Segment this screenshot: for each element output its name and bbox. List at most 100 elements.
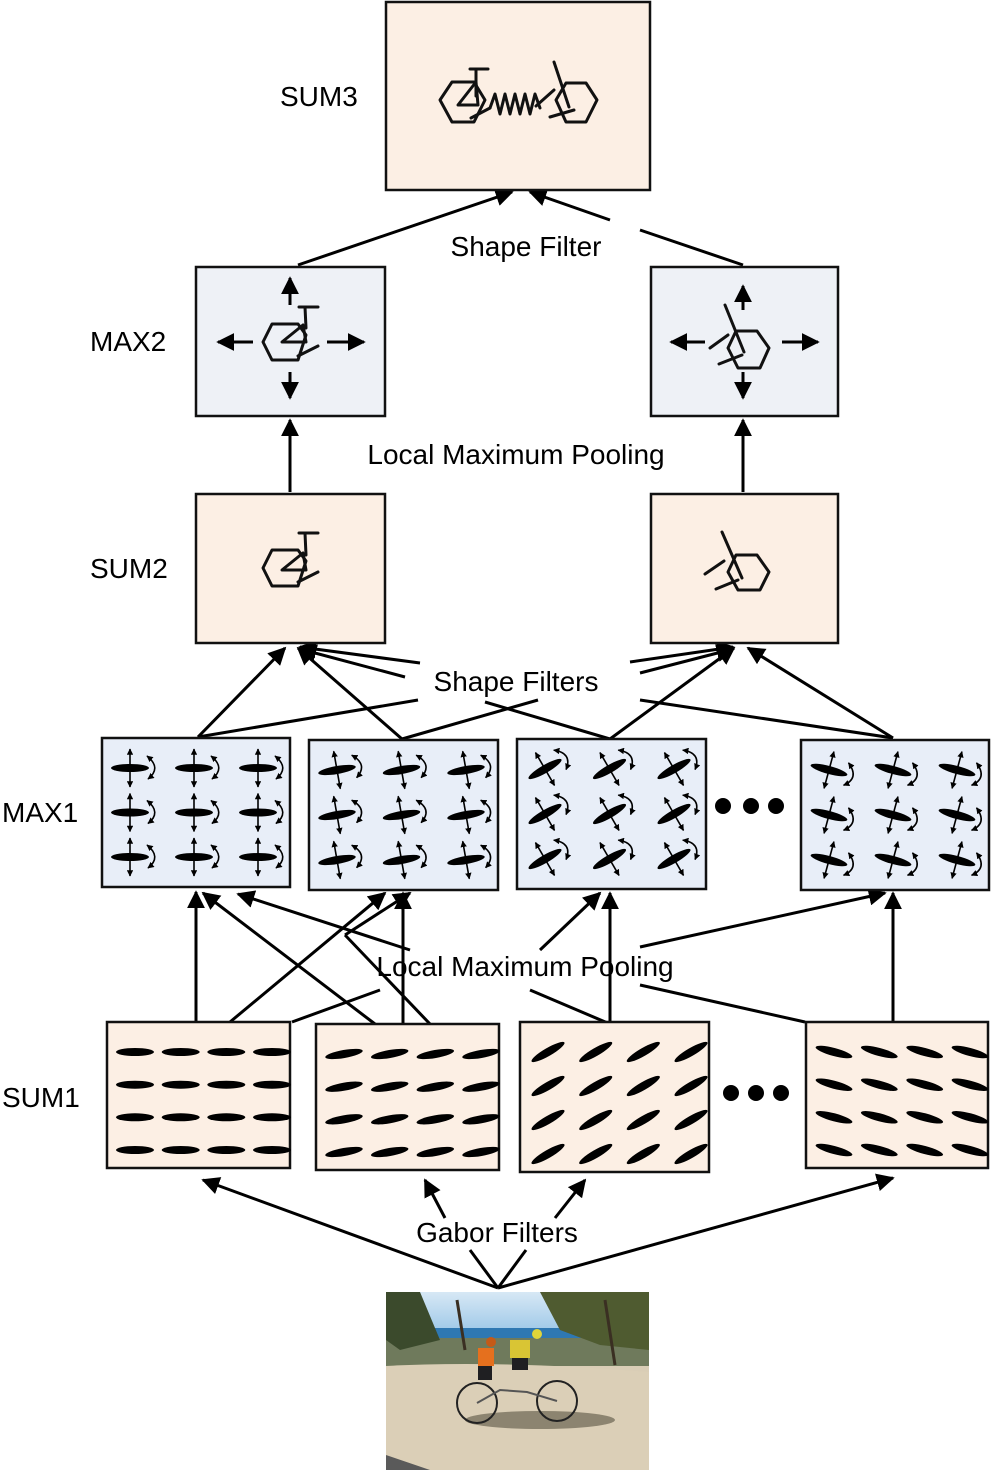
gabor-element (906, 1111, 944, 1124)
pooled-filter-glyph (528, 747, 572, 787)
gabor-element (906, 1045, 944, 1059)
gabor-element (674, 1075, 708, 1097)
pooled-filter-glyph (810, 841, 855, 879)
pooled-filter-glyph (111, 837, 156, 877)
edge-shape-2 (296, 646, 403, 741)
edge-shape-12 (629, 640, 735, 664)
pooled-filter-glyph (111, 792, 156, 833)
max2-right-node (649, 265, 840, 418)
gabor-element (815, 1045, 853, 1059)
pooled-filter-glyph (239, 837, 284, 877)
layer-label-sum2: SUM2 (90, 553, 168, 584)
edge-pool-9 (529, 988, 611, 1026)
pooled-filter-glyph (239, 792, 284, 833)
pooled-filter-glyph (175, 748, 220, 788)
gabor-element (906, 1143, 944, 1157)
gabor-element (860, 1078, 898, 1091)
pooled-filter-glyph (318, 750, 363, 790)
gabor-element (116, 1146, 154, 1154)
sum1-box-2-gabor (325, 1048, 500, 1158)
edge-gabor-1 (201, 1177, 499, 1290)
gabor-element (207, 1113, 246, 1122)
gabor-element (207, 1080, 246, 1089)
pooled-filter-glyph (382, 750, 428, 790)
ellipsis-icon (723, 1085, 789, 1101)
gabor-element (626, 1041, 660, 1063)
sum1-box-1-gabor (116, 1048, 291, 1154)
edge-shape-8 (746, 646, 894, 740)
sum1-box-3-gabor (531, 1041, 708, 1165)
edge-pool-5 (291, 988, 381, 1024)
gabor-element (416, 1081, 455, 1092)
sum1-row (105, 1020, 990, 1174)
gabor-element (860, 1045, 898, 1059)
gabor-element (253, 1048, 291, 1056)
gabor-element (207, 1146, 246, 1154)
edge-gabor-6 (496, 1249, 528, 1289)
shift-arrows-icon (669, 284, 820, 400)
layer-label-max1: MAX1 (2, 797, 78, 828)
edge-label-gabor-filters: Gabor Filters (416, 1217, 578, 1248)
edge-pool-10 (538, 891, 602, 952)
pooled-filter-glyph (810, 751, 855, 789)
pooled-filter-glyph (447, 840, 492, 880)
wheel-part-icon (703, 530, 771, 592)
edges (187, 188, 902, 1290)
edge-shape-3 (197, 698, 419, 739)
max1-box-2-glyphs (318, 750, 492, 880)
gabor-element (253, 1080, 291, 1089)
edge-shape-top-left (297, 188, 514, 267)
input-image (386, 1292, 649, 1470)
pooled-filter-glyph (528, 792, 572, 832)
gabor-element (370, 1114, 409, 1125)
max1-box-1-glyphs (111, 748, 284, 877)
gabor-element (207, 1048, 246, 1056)
pooled-filter-glyph (592, 747, 636, 787)
sum2-left-node (194, 492, 387, 645)
gabor-element (531, 1041, 565, 1063)
edge-label-local-max-pooling-bottom: Local Maximum Pooling (376, 951, 673, 982)
gabor-element (325, 1114, 363, 1125)
gabor-element (416, 1114, 455, 1125)
pooled-filter-glyph (447, 750, 492, 790)
edge-gabor-2 (423, 1178, 447, 1219)
edge-shape-1 (196, 646, 287, 739)
gabor-element (815, 1143, 853, 1157)
edge-label-local-max-pooling-top: Local Maximum Pooling (367, 439, 664, 470)
ellipsis-icon (715, 798, 784, 814)
edge-pool-3 (229, 891, 387, 1024)
pooled-filter-glyph (938, 751, 983, 789)
wheel-part-icon (708, 303, 771, 370)
pooled-filter-glyph (874, 796, 919, 834)
pooled-filter-glyph (239, 748, 284, 788)
pooled-filter-glyph (447, 795, 492, 835)
gabor-element (531, 1143, 565, 1165)
pooled-filter-glyph (528, 837, 572, 877)
sum3-box (384, 0, 652, 192)
pooled-filter-glyph (657, 792, 701, 832)
edge-gabor-5 (468, 1249, 500, 1289)
gabor-element (462, 1048, 500, 1060)
edge-shape-4 (401, 698, 539, 741)
pooled-filter-glyph (382, 795, 428, 835)
edge-shape-9 (484, 700, 611, 741)
gabor-element (674, 1109, 708, 1131)
pooled-filter-glyph (382, 840, 428, 880)
edge-pool-2 (201, 891, 376, 1026)
gabor-element (579, 1109, 613, 1131)
pooled-filter-glyph (810, 796, 855, 834)
gabor-element (462, 1081, 500, 1092)
gabor-element (579, 1075, 613, 1097)
wheel-part-icon (261, 305, 320, 362)
max1-row (100, 736, 991, 892)
gabor-element (906, 1078, 944, 1091)
gabor-element (161, 1080, 200, 1089)
edge-label-shape-filter: Shape Filter (451, 231, 602, 262)
sum1-box-2 (314, 1022, 501, 1172)
gabor-element (416, 1048, 455, 1060)
gabor-element (951, 1045, 989, 1059)
gabor-element (161, 1146, 200, 1154)
gabor-element (531, 1075, 565, 1097)
labels: SUM3 MAX2 SUM2 MAX1 SUM1 Shape Filter Lo… (2, 81, 674, 1248)
